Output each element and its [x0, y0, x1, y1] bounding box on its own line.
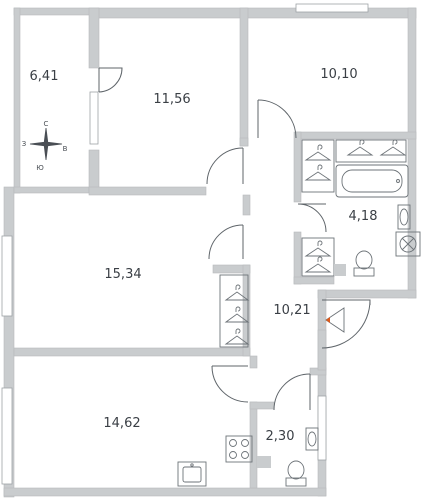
kitchen-sink-icon — [177, 461, 207, 487]
wall-top-left — [13, 7, 99, 16]
wall-mid-bottom-ext — [242, 264, 251, 357]
walls — [3, 7, 417, 498]
toilet-icon — [353, 250, 375, 277]
wall-right-outer — [407, 7, 417, 299]
bathtub-icon — [335, 164, 409, 198]
hanger-icon — [304, 164, 332, 181]
compass-north: С — [44, 120, 49, 128]
windows — [1, 3, 369, 485]
window-top-right — [295, 3, 369, 13]
wall-bath-left-a — [293, 131, 302, 203]
wall-right-lower — [317, 289, 327, 497]
window-bottom-left — [1, 387, 13, 485]
shaft-bathroom — [334, 264, 346, 276]
door-top-right — [257, 99, 297, 139]
wall-bath-left-b — [293, 231, 302, 285]
doors — [98, 67, 371, 411]
room-area-wc: 2,30 — [266, 429, 295, 444]
door-entrance — [321, 299, 371, 349]
compass-east: В — [63, 145, 68, 153]
wall-corridor-top-a — [88, 186, 207, 196]
door-top-middle — [206, 147, 244, 185]
wall-right-step — [317, 289, 417, 299]
hanger-icon — [224, 284, 250, 301]
compass: С Ю З В — [22, 120, 68, 172]
wall-bottom — [3, 487, 327, 497]
wall-balcony-bottom — [13, 186, 99, 194]
wall-bottom-room-right — [249, 355, 258, 369]
room-area-balcony: 6,41 — [30, 69, 59, 84]
door-wc — [273, 373, 311, 411]
fixtures — [177, 139, 421, 487]
window-balcony — [89, 91, 99, 145]
compass-south: Ю — [36, 164, 44, 172]
wardrobe-bath-top — [335, 139, 407, 163]
room-area-bathroom: 4,18 — [349, 209, 378, 224]
door-middle-left — [208, 224, 244, 260]
wall-mid-bottom — [13, 347, 251, 357]
wall-left-upper — [3, 186, 15, 498]
wall-bath-top — [295, 131, 417, 140]
hanger-icon — [346, 139, 374, 156]
wall-hall-right — [317, 329, 327, 371]
shaft-wc — [257, 456, 271, 468]
door-bathroom — [297, 203, 327, 233]
wall-balcony-room-lower — [88, 149, 100, 194]
hanger-icon — [224, 328, 250, 345]
door-balcony — [98, 67, 123, 93]
wall-bath-bottom — [293, 276, 335, 285]
wall-left-balcony — [13, 7, 21, 194]
wardrobe-hallway — [219, 274, 249, 348]
wardrobe-upper — [301, 139, 335, 193]
wardrobe-lower — [301, 237, 335, 277]
hanger-icon — [304, 144, 332, 161]
compass-rose-icon — [29, 127, 63, 161]
stove-icon — [225, 435, 253, 463]
door-bottom-left — [211, 365, 249, 403]
room-area-top-middle: 11,56 — [153, 92, 190, 107]
wall-wc-left — [249, 401, 258, 489]
wall-balcony-room — [88, 7, 100, 69]
window-right-lower — [317, 395, 327, 461]
hanger-icon — [304, 256, 332, 273]
hanger-icon — [224, 306, 250, 323]
window-mid-left — [1, 235, 13, 317]
sink-icon — [397, 204, 411, 230]
sink-icon — [305, 427, 319, 451]
washing-machine-icon — [395, 231, 421, 257]
room-area-top-right: 10,10 — [320, 67, 357, 82]
wall-mid-right-a — [242, 194, 251, 216]
wall-top-middle — [97, 7, 247, 19]
room-labels: 6,41 11,56 10,10 4,18 15,34 10,21 14,62 … — [30, 67, 378, 444]
wall-top-divider — [239, 7, 249, 147]
wall-corridor-top-b — [239, 137, 249, 147]
entrance-marker-icon — [325, 307, 345, 333]
toilet-icon — [285, 460, 307, 487]
room-area-middle-left: 15,34 — [104, 267, 141, 282]
room-area-bottom-left: 14,62 — [103, 416, 140, 431]
hanger-icon — [304, 240, 332, 257]
compass-west: З — [22, 140, 27, 148]
room-area-hallway: 10,21 — [273, 303, 310, 318]
wall-wc-top — [249, 401, 275, 410]
hanger-icon — [379, 139, 407, 156]
